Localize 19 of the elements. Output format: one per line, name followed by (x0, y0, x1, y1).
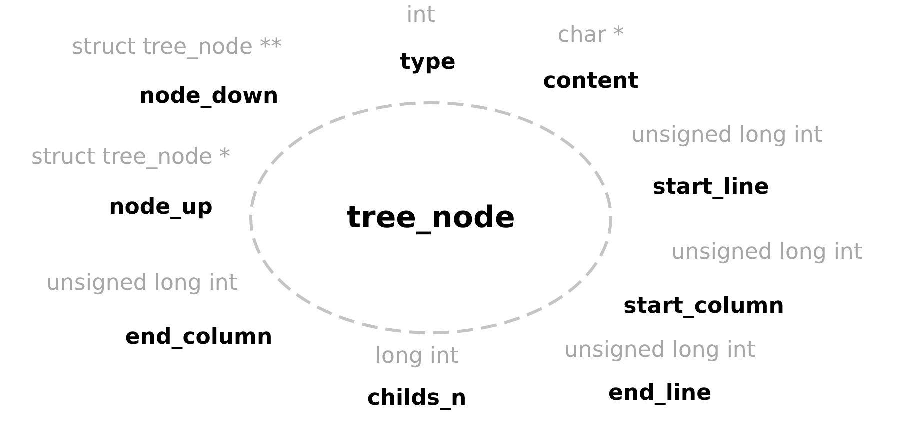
field-name: content (543, 71, 639, 93)
field-name: start_line (652, 177, 770, 199)
field-type: unsigned long int (564, 340, 756, 362)
field-name: end_line (608, 383, 712, 405)
field-type: long int (375, 346, 459, 368)
field-name: end_column (125, 327, 273, 349)
field-name: type (400, 52, 456, 74)
field-type: int (406, 5, 436, 27)
field-type: unsigned long int (671, 242, 863, 264)
field-type: unsigned long int (46, 273, 238, 295)
field-name: childs_n (367, 388, 467, 410)
field-name: start_column (624, 296, 784, 318)
field-type: struct tree_node ** (72, 37, 282, 59)
struct-name: tree_node (346, 200, 516, 236)
field-type: char * (558, 25, 624, 47)
field-name: node_up (109, 197, 213, 219)
field-type: struct tree_node * (32, 147, 230, 169)
field-name: node_down (139, 86, 279, 108)
field-type: unsigned long int (631, 125, 823, 147)
